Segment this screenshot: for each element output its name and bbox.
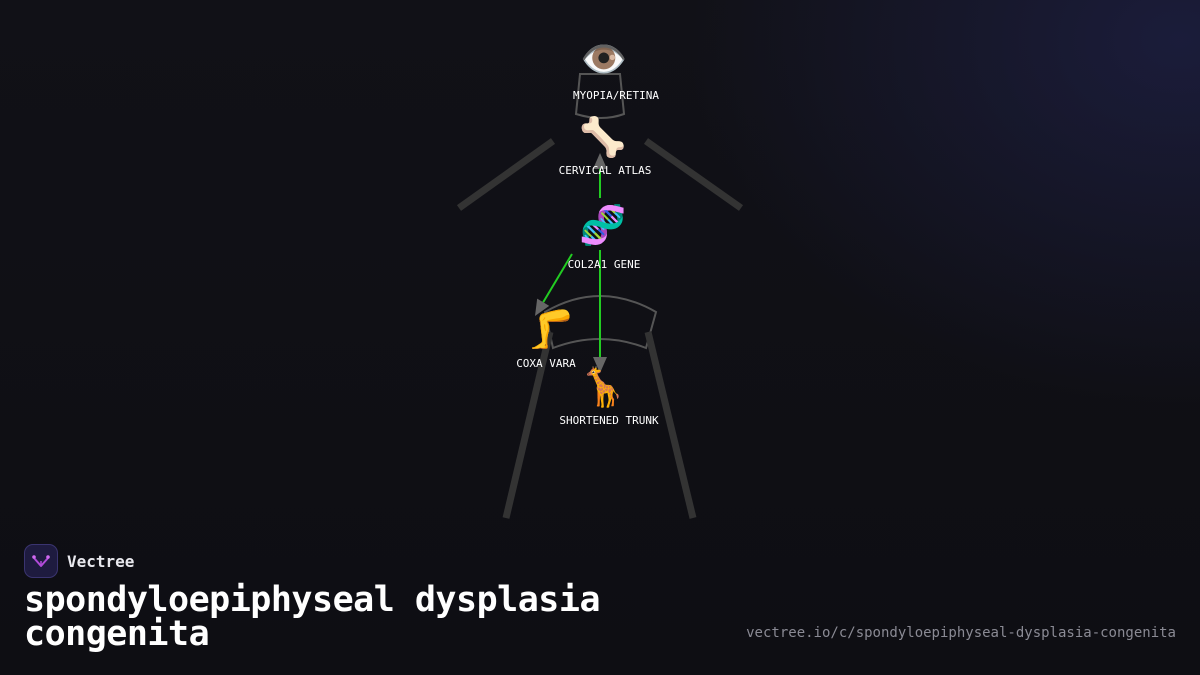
- brand-name: Vectree: [67, 551, 135, 571]
- brand: Vectree: [24, 544, 134, 578]
- page-title: spondyloepiphyseal dysplasia congenita: [24, 580, 601, 654]
- right-leg: [644, 331, 697, 519]
- edge-gene-to-coxa: [542, 253, 573, 303]
- node-label-myopia: MYOPIA/RETINA: [573, 89, 659, 102]
- arrowhead-trunk: [593, 357, 607, 373]
- giraffe-icon: 🦒: [579, 365, 626, 409]
- node-label-coxa: COXA VARA: [516, 357, 576, 370]
- left-leg: [502, 331, 554, 519]
- bone-icon: 🦴: [579, 114, 626, 159]
- node-trunk[interactable]: 🦒 SHORTENED TRUNK: [559, 365, 659, 427]
- arrowhead-atlas: [593, 153, 607, 169]
- node-coxa[interactable]: 🦵 COXA VARA: [516, 307, 576, 370]
- body-silhouette: [456, 73, 744, 519]
- eye-icon: 👁️: [580, 37, 627, 81]
- node-myopia[interactable]: 👁️ MYOPIA/RETINA: [573, 37, 659, 102]
- pelvis-outline: [543, 295, 658, 350]
- node-label-gene: COL2A1 GENE: [568, 258, 641, 271]
- leg-icon: 🦵: [527, 307, 574, 351]
- nodes-layer: 👁️ MYOPIA/RETINA 🦴 CERVICAL ATLAS 🧬 COL2A1 GE…: [516, 37, 659, 427]
- left-arm: [456, 138, 556, 211]
- dna-icon: 🧬: [579, 202, 626, 248]
- arrowhead-coxa: [535, 298, 550, 316]
- node-atlas[interactable]: 🦴 CERVICAL ATLAS: [559, 114, 652, 177]
- right-arm: [643, 138, 744, 211]
- node-label-trunk: SHORTENED TRUNK: [559, 414, 659, 427]
- vectree-logo-icon: [24, 544, 58, 578]
- edges-layer: [535, 153, 607, 373]
- head-outline: [574, 73, 626, 119]
- footer-url[interactable]: vectree.io/c/spondyloepiphyseal-dysplasi…: [746, 625, 1176, 641]
- node-gene[interactable]: 🧬 COL2A1 GENE: [568, 202, 641, 271]
- node-label-atlas: CERVICAL ATLAS: [559, 164, 652, 177]
